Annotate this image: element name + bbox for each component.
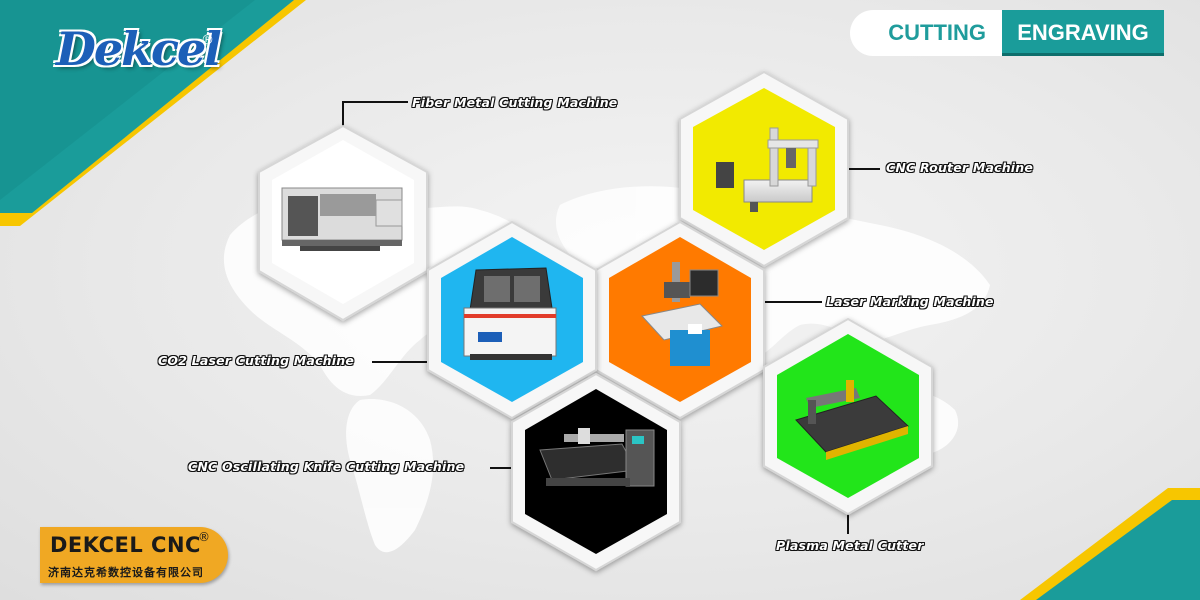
label-co2-laser-cutting[interactable]: CO2 Laser Cutting Machine bbox=[158, 353, 355, 368]
badge-subtitle: 济南达克希数控设备有限公司 bbox=[48, 566, 204, 579]
hex-co2-laser-cutting[interactable] bbox=[427, 220, 597, 420]
hex-cnc-oscillating-knife[interactable] bbox=[511, 372, 681, 572]
brand-logo: Dekcel bbox=[56, 22, 222, 76]
label-laser-marking[interactable]: Laser Marking Machine bbox=[826, 294, 994, 309]
plasma-cutter-icon bbox=[795, 380, 909, 460]
knife-cutter-icon bbox=[539, 428, 655, 487]
fiber-laser-machine-icon bbox=[281, 187, 403, 251]
label-cnc-oscillating-knife[interactable]: CNC Oscillating Knife Cutting Machine bbox=[188, 459, 465, 474]
corner-decoration-bottom bbox=[1020, 488, 1200, 600]
badge-registered-mark: ® bbox=[198, 530, 210, 544]
tab-engraving[interactable]: ENGRAVING bbox=[1002, 10, 1164, 56]
tab-cutting[interactable]: CUTTING bbox=[850, 10, 1002, 56]
logo-registered-mark: ® bbox=[201, 33, 214, 48]
corner-decoration-top bbox=[0, 0, 306, 226]
label-cnc-router[interactable]: CNC Router Machine bbox=[886, 160, 1034, 175]
hex-plasma-metal-cutter[interactable] bbox=[763, 317, 933, 516]
company-badge: DEKCEL CNC ® 济南达克希数控设备有限公司 bbox=[40, 527, 228, 583]
cnc-router-icon bbox=[716, 127, 819, 212]
hex-fiber-metal-cutting[interactable] bbox=[258, 124, 428, 322]
hex-cnc-router[interactable] bbox=[679, 70, 849, 268]
label-plasma-metal-cutter[interactable]: Plasma Metal Cutter bbox=[776, 538, 924, 553]
co2-laser-icon bbox=[463, 267, 557, 360]
category-tabs: CUTTING ENGRAVING bbox=[850, 10, 1164, 56]
laser-marking-icon bbox=[641, 262, 723, 366]
badge-title: DEKCEL CNC bbox=[50, 533, 201, 557]
label-fiber-metal-cutting[interactable]: Fiber Metal Cutting Machine bbox=[412, 95, 618, 110]
